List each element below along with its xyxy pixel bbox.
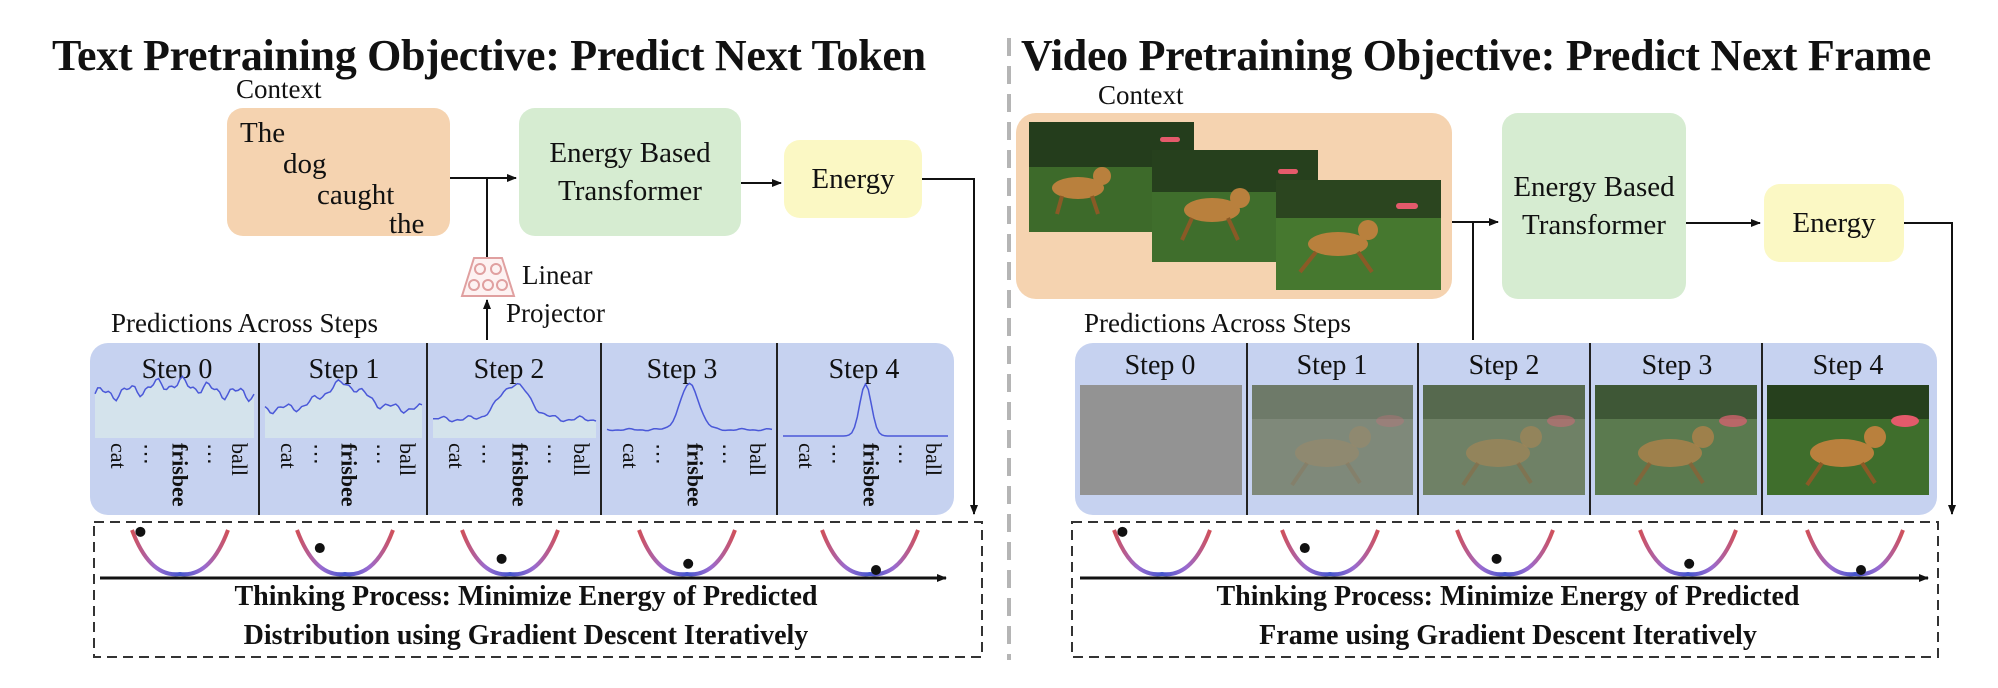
right-thinking-box xyxy=(1072,522,1938,657)
energy-bowl-3 xyxy=(639,530,735,574)
energy-bowl-1 xyxy=(297,530,393,574)
energy-bowl-2 xyxy=(462,530,558,574)
energy-bowl-0 xyxy=(132,527,228,574)
predicted-frames xyxy=(1080,385,1929,495)
right-energy-bowls xyxy=(1114,527,1903,575)
left-connectors xyxy=(450,178,974,514)
context-frame-3 xyxy=(1276,180,1441,290)
energy-bowl-0 xyxy=(1114,527,1210,574)
linear-projector-icon xyxy=(462,258,514,296)
predicted-frame-0 xyxy=(1080,385,1242,495)
energy-bowl-1 xyxy=(1282,530,1378,574)
energy-bowl-2 xyxy=(1457,530,1553,574)
predicted-frame-4 xyxy=(1767,385,1929,495)
predicted-frame-1 xyxy=(1252,385,1413,495)
predicted-frame-2 xyxy=(1423,385,1585,495)
distribution-plot-1 xyxy=(265,380,422,438)
distribution-plots xyxy=(95,376,948,438)
distribution-plot-3 xyxy=(607,383,772,430)
left-thinking-box xyxy=(94,522,982,657)
energy-bowl-4 xyxy=(1807,530,1903,575)
distribution-plot-2 xyxy=(433,384,596,438)
energy-bowl-3 xyxy=(1640,530,1736,574)
left-energy-bowls xyxy=(132,527,918,575)
predicted-frame-3 xyxy=(1595,385,1757,495)
distribution-plot-0 xyxy=(95,376,254,438)
energy-bowl-4 xyxy=(822,530,918,575)
distribution-plot-4 xyxy=(783,384,948,436)
